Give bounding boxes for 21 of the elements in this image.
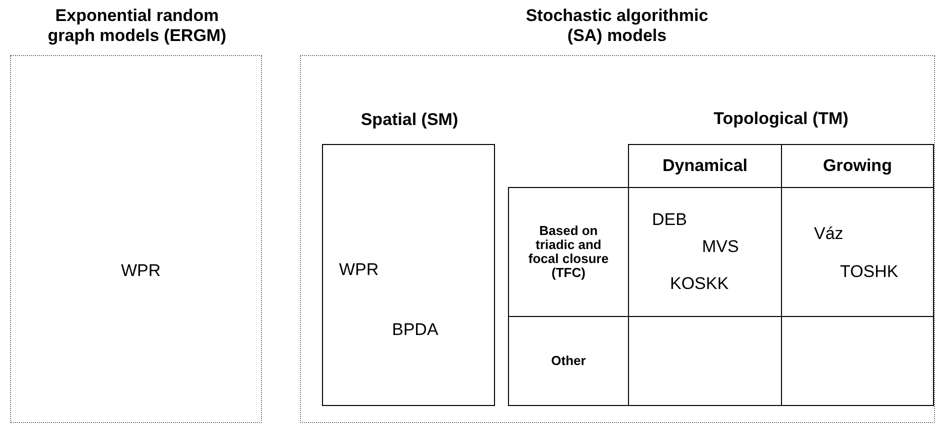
- row-header-cell: [508, 316, 629, 406]
- table-header-text: Dynamical: [662, 156, 748, 176]
- table-cell: [781, 316, 934, 406]
- table-header-text: Other: [551, 354, 586, 368]
- group-heading: Stochastic algorithmic (SA) models: [524, 6, 710, 46]
- model-abbreviation: DEB: [652, 210, 687, 230]
- model-abbreviation: Váz: [814, 224, 844, 244]
- model-abbreviation: TOSHK: [840, 262, 898, 282]
- group-heading: Exponential random graph models (ERGM): [46, 6, 228, 46]
- column-header-cell: [781, 144, 934, 188]
- column-header-cell: [628, 144, 782, 188]
- table-header-text: Based on triadic and focal closure (TFC): [527, 224, 610, 280]
- model-abbreviation: WPR: [339, 260, 379, 280]
- table-header-text: Growing: [823, 156, 892, 176]
- model-abbreviation: MVS: [702, 237, 739, 257]
- row-header-cell: [508, 187, 629, 317]
- model-abbreviation: WPR: [121, 261, 161, 281]
- group-heading: Spatial (SM): [360, 110, 460, 130]
- group-heading: Topological (TM): [712, 109, 850, 129]
- model-abbreviation: BPDA: [392, 320, 438, 340]
- model-abbreviation: KOSKK: [670, 274, 729, 294]
